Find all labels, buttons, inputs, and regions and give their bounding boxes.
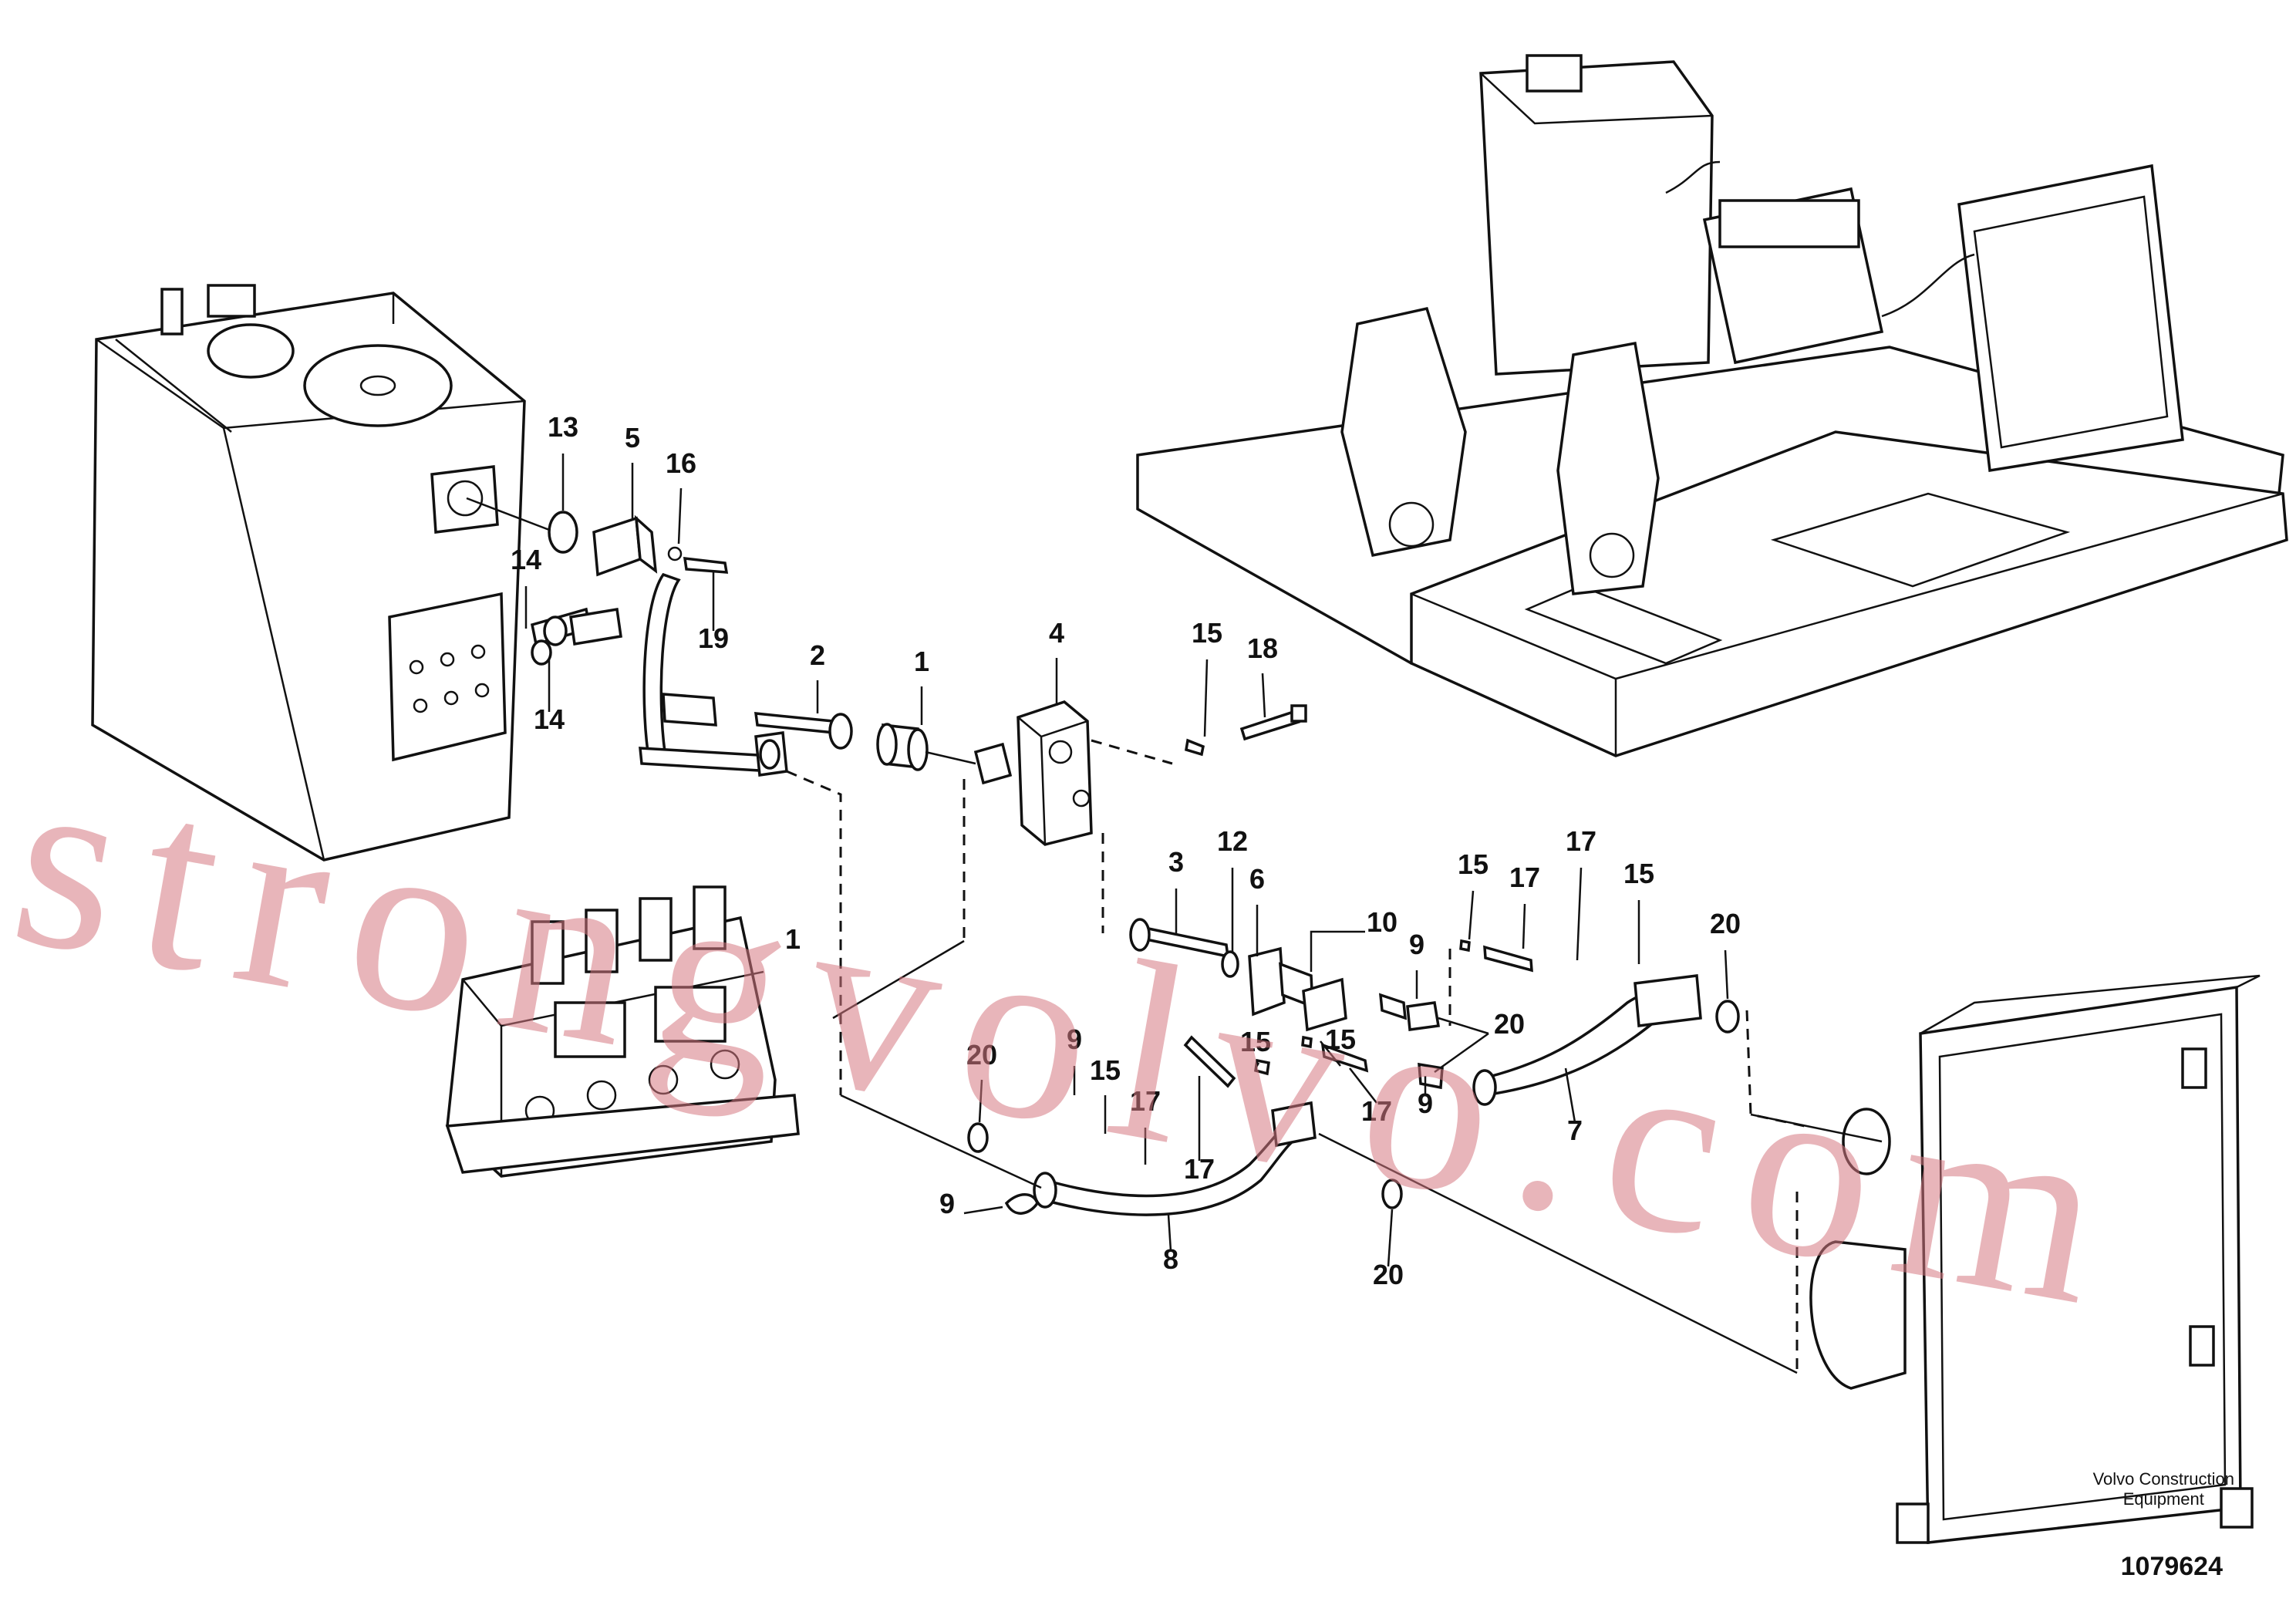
callout-3: 3	[1168, 846, 1184, 878]
block-5	[592, 516, 642, 577]
callout-20: 20	[1710, 908, 1741, 939]
callout-15: 15	[1192, 617, 1222, 649]
callout-17: 17	[1361, 1095, 1392, 1127]
leader-lines	[524, 454, 1729, 1267]
block-4	[1017, 700, 1093, 846]
oil-cooler-assembly	[1809, 974, 2261, 1544]
screw-2	[754, 712, 837, 734]
control-valve-assembly	[445, 885, 800, 1178]
callout-6: 6	[1249, 863, 1265, 895]
callout-1: 1	[914, 646, 929, 677]
callout-17: 17	[1184, 1153, 1215, 1185]
callout-13: 13	[548, 411, 578, 443]
hose-8	[967, 1101, 1403, 1216]
callout-9: 9	[1409, 929, 1424, 960]
clamp-9	[1004, 1193, 1039, 1215]
callout-1: 1	[785, 923, 801, 955]
brand-line-2: Equipment	[2122, 1489, 2204, 1509]
callout-15: 15	[1623, 858, 1654, 889]
centre-block-parts	[754, 700, 1533, 1090]
callout-20: 20	[966, 1039, 997, 1071]
callout-8: 8	[1163, 1243, 1178, 1275]
callout-14: 14	[534, 703, 565, 735]
o-ring-13	[548, 511, 578, 554]
callout-17: 17	[1130, 1085, 1161, 1117]
callout-9: 9	[1418, 1088, 1433, 1119]
brand-label: Volvo Construction Equipment	[2093, 1469, 2234, 1509]
callout-10: 10	[1367, 906, 1397, 938]
callout-19: 19	[698, 622, 729, 654]
upper-frame-assembly	[1136, 54, 2288, 757]
routing-lines	[786, 739, 1883, 1374]
callout-15: 15	[1458, 848, 1489, 880]
callout-5: 5	[625, 422, 640, 454]
callout-20: 20	[1494, 1008, 1525, 1040]
hose-7	[1472, 974, 1740, 1106]
callout-12: 12	[1217, 825, 1248, 857]
callout-16: 16	[666, 447, 696, 479]
hydraulic-tank	[91, 284, 526, 862]
callout-17: 17	[1509, 862, 1540, 893]
callout-15: 15	[1325, 1023, 1356, 1055]
callout-14: 14	[511, 544, 541, 575]
screw-18	[1239, 709, 1301, 741]
document-number: 1079624	[2120, 1552, 2223, 1581]
flange-6	[1248, 946, 1286, 1017]
callout-7: 7	[1567, 1114, 1583, 1146]
callout-15: 15	[1090, 1054, 1121, 1086]
callout-9: 9	[1067, 1023, 1082, 1055]
callout-20: 20	[1373, 1259, 1404, 1290]
callout-18: 18	[1247, 632, 1278, 664]
brand-line-1: Volvo Construction	[2092, 1469, 2234, 1489]
tank-outlet-parts	[466, 497, 788, 777]
callout-4: 4	[1049, 617, 1064, 649]
callout-17: 17	[1566, 825, 1596, 857]
callout-15: 15	[1240, 1026, 1271, 1057]
callout-2: 2	[810, 639, 825, 671]
callout-9: 9	[939, 1188, 955, 1219]
